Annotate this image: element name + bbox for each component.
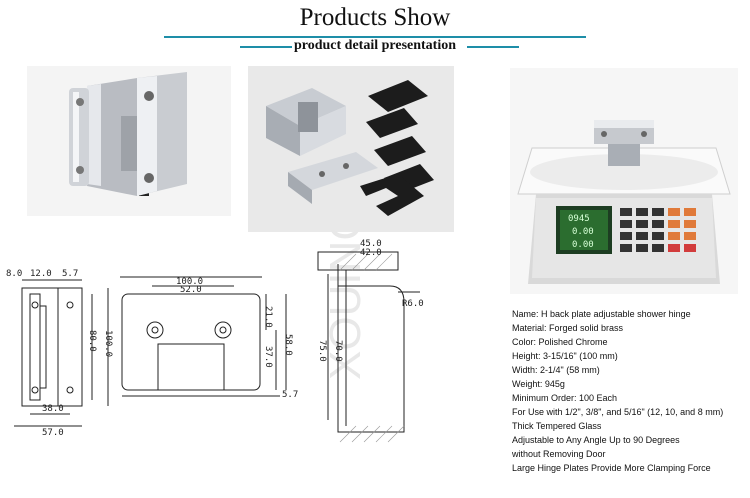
spec-width: Width: 2-1/4" (58 mm) (512, 365, 600, 375)
front-width-inner: 52.0 (180, 285, 202, 295)
side-bottom-inner: 38.0 (42, 404, 64, 414)
spec-glass-use: For Use with 1/2", 3/8", and 5/16" (12, … (512, 407, 724, 417)
spec-name: Name: H back plate adjustable shower hin… (512, 309, 691, 319)
install-width-a: 45.0 (360, 239, 382, 249)
scale-readout-top: 0945 (568, 214, 590, 224)
spec-color: Color: Polished Chrome (512, 337, 608, 347)
side-top-dim-2: 12.0 (30, 269, 52, 279)
page-title: Products Show (299, 4, 451, 31)
spec-adjustable: Adjustable to Any Angle Up to 90 Degrees (512, 435, 680, 445)
spec-height: Height: 3-15/16" (100 mm) (512, 351, 618, 361)
hinge-photo (27, 66, 231, 216)
install-height-inner: 70.0 (333, 340, 343, 362)
scale-readout-bottom: 0.00 (572, 240, 594, 250)
install-view-drawing (317, 251, 420, 433)
side-view-drawing (14, 279, 109, 427)
install-width-b: 42.0 (360, 248, 382, 258)
technical-drawings: XOUINCY 8.0 12.0 5.7 80.0 100.0 38.0 57.… (6, 230, 424, 443)
hinge-scale-photo: 0945 0.00 0.00 (510, 68, 738, 294)
front-width-outer: 100.0 (176, 277, 203, 287)
front-right-a: 21.0 (263, 306, 273, 328)
title-underline (164, 36, 586, 38)
spec-weight: Weight: 945g (512, 379, 565, 389)
chrome-hinge-icon (69, 72, 187, 196)
digital-scale-icon: 0945 0.00 0.00 (517, 120, 731, 284)
spec-material: Material: Forged solid brass (512, 323, 624, 333)
side-height-b: 100.0 (103, 330, 113, 357)
spec-glass-type: Thick Tempered Glass (512, 421, 602, 431)
subtitle-rule-right (467, 46, 519, 48)
install-hatch (339, 253, 405, 443)
front-view-drawing (120, 276, 287, 397)
side-top-dim-1: 8.0 (6, 269, 22, 279)
hinge-parts-photo (248, 66, 454, 232)
front-right-c: 58.0 (283, 334, 293, 356)
scale-readout-mid: 0.00 (572, 227, 594, 237)
subtitle-rule-left (240, 46, 292, 48)
spec-clamping: Large Hinge Plates Provide More Clamping… (512, 463, 711, 473)
side-height-a: 80.0 (87, 330, 97, 352)
install-radius: R6.0 (402, 299, 424, 309)
side-top-dim-3: 5.7 (62, 269, 78, 279)
front-right-b: 37.0 (263, 346, 273, 368)
front-offset: 5.7 (282, 390, 298, 400)
spec-no-remove: without Removing Door (512, 449, 606, 459)
hinge-with-gaskets-icon (266, 80, 434, 216)
side-bottom-outer: 57.0 (42, 428, 64, 438)
spec-minimum-order: Minimum Order: 100 Each (512, 393, 618, 403)
page-subtitle: product detail presentation (293, 38, 457, 53)
install-height: 75.0 (317, 340, 327, 362)
